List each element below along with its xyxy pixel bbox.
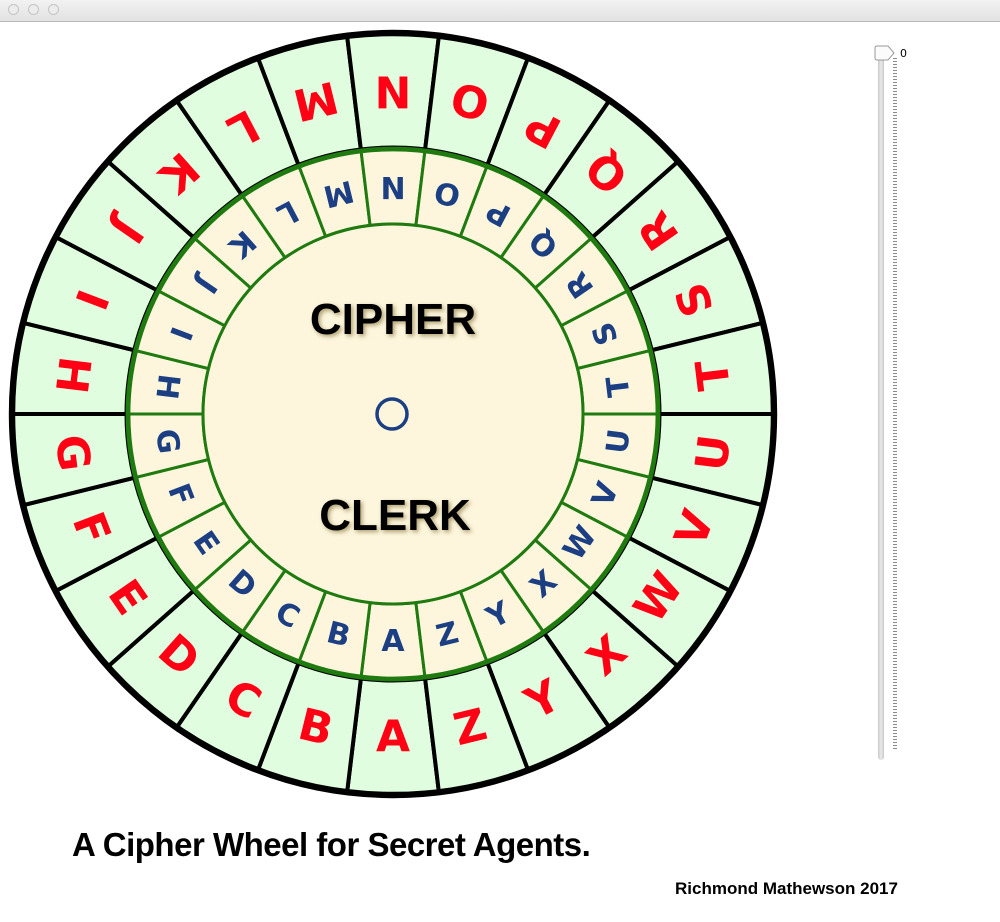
- inner-letter-t: T: [600, 374, 637, 399]
- outer-letter-g: G: [45, 432, 100, 474]
- center-top-label: CIPHER: [310, 295, 476, 344]
- inner-letter-a: A: [381, 624, 405, 659]
- window-titlebar: [0, 0, 1000, 22]
- rotation-slider-ticks: [893, 58, 897, 750]
- rotation-slider-track[interactable]: [878, 50, 884, 760]
- inner-letter-h: H: [148, 372, 186, 401]
- inner-outer-border: [125, 146, 661, 682]
- outer-letter-n: N: [375, 66, 412, 117]
- slider-value-label: 0: [900, 47, 907, 60]
- outer-outer-border: [8, 29, 778, 799]
- inner-letter-g: G: [148, 427, 186, 456]
- zoom-window-button[interactable]: [48, 4, 59, 15]
- close-window-button[interactable]: [8, 4, 19, 15]
- pivot-icon: [375, 397, 409, 431]
- center-disc: [201, 222, 585, 606]
- wheel-caption: A Cipher Wheel for Secret Agents.: [72, 826, 591, 863]
- minimize-window-button[interactable]: [28, 4, 39, 15]
- rotation-slider-thumb[interactable]: [874, 45, 896, 61]
- center-bottom-label: CLERK: [319, 491, 471, 540]
- inner-letter-u: U: [600, 427, 638, 455]
- outer-letter-a: A: [376, 712, 410, 763]
- author-credit: Richmond Mathewson 2017: [675, 879, 898, 898]
- inner-letter-n: N: [380, 169, 405, 204]
- outer-letter-t: T: [687, 357, 741, 393]
- outer-letter-u: U: [686, 432, 741, 474]
- outer-letter-h: H: [45, 354, 100, 397]
